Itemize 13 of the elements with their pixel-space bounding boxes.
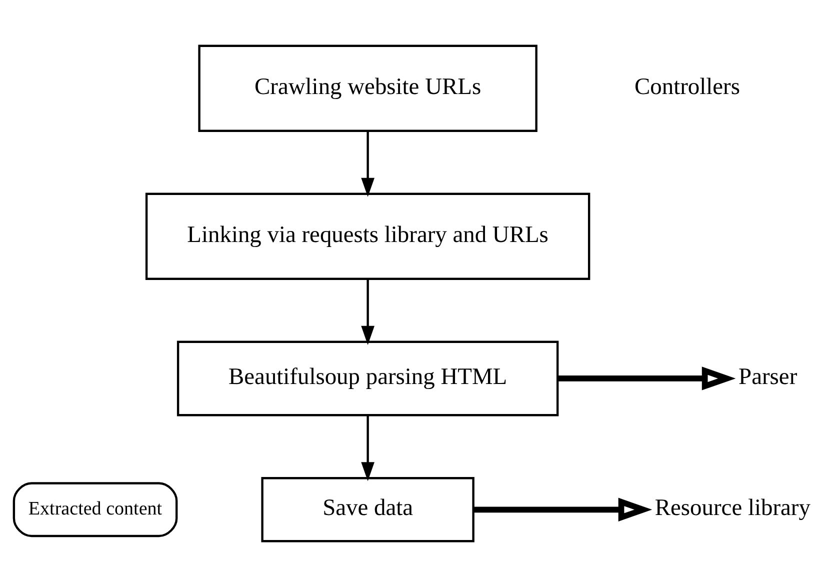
arrow — [474, 498, 652, 522]
node-box: Save data — [261, 477, 474, 542]
arrow — [558, 366, 736, 390]
label: Controllers — [634, 74, 740, 100]
arrow — [361, 416, 374, 482]
node-box: Extracted content — [12, 482, 178, 538]
node-box: Linking via requests library and URLs — [145, 192, 590, 280]
node-text: Resource library — [654, 495, 810, 522]
arrow — [361, 131, 374, 197]
node-box: Beautifulsoup parsing HTML — [176, 340, 559, 416]
node-text: Parser — [738, 364, 798, 390]
arrow — [361, 279, 374, 346]
node-box: Crawling website URLs — [198, 44, 538, 132]
